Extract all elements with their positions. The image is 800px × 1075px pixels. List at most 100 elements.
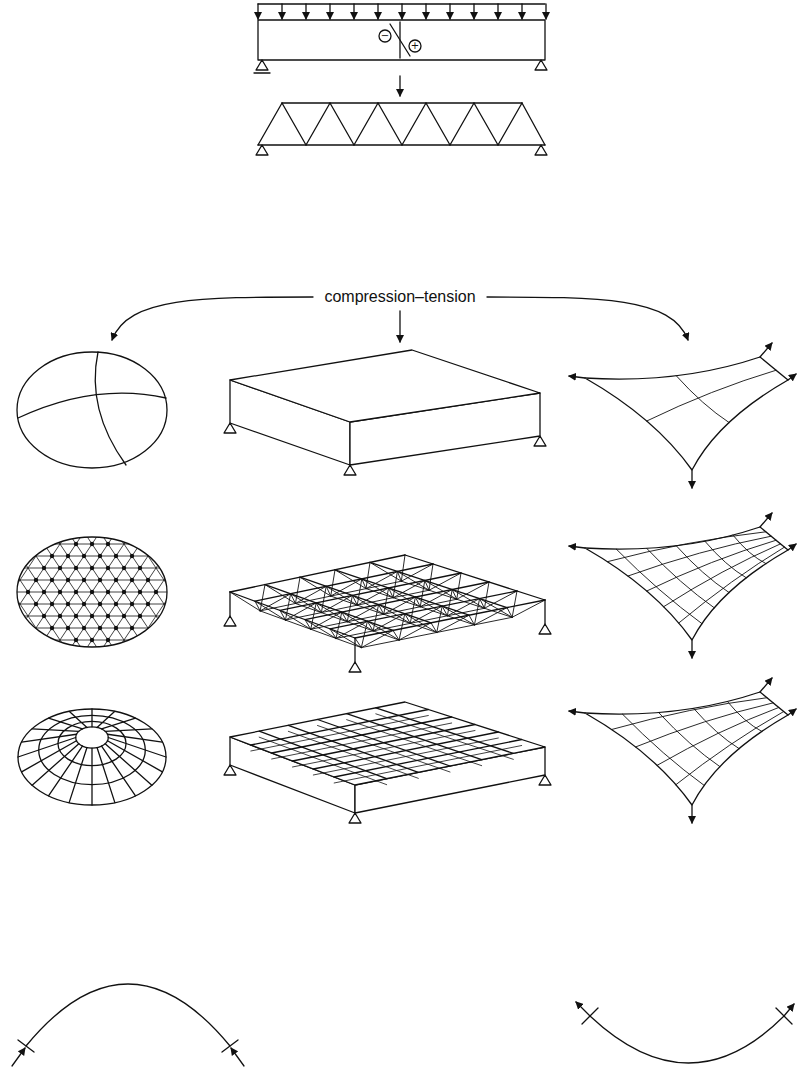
membrane-cable xyxy=(676,546,729,593)
frame-post xyxy=(354,638,355,662)
grid-member xyxy=(28,448,220,736)
roller-base xyxy=(254,72,270,73)
grid-node xyxy=(50,554,54,558)
support-symbol xyxy=(344,465,356,475)
frame-top-chord xyxy=(280,573,461,610)
support-symbol xyxy=(539,624,551,634)
suspension-cable xyxy=(576,1002,794,1063)
membrane-edge xyxy=(585,357,788,470)
arch-bearing-plate xyxy=(18,1040,34,1052)
grid-node xyxy=(26,590,30,594)
geodesic-grid xyxy=(0,448,380,736)
principle-label: compression–tension xyxy=(321,288,478,306)
grid-member xyxy=(0,616,200,617)
top-chord xyxy=(282,102,522,103)
dome-rib xyxy=(49,718,83,729)
grid-node xyxy=(42,590,46,594)
membrane-cable xyxy=(676,712,784,785)
force-arrow xyxy=(231,1048,244,1066)
grid-node xyxy=(138,590,142,594)
frame-diagonal xyxy=(393,571,397,597)
stress-sign: + xyxy=(411,41,419,51)
force-arrow xyxy=(399,76,400,96)
grid-member xyxy=(76,448,268,736)
truss-diagonal xyxy=(330,103,354,145)
force-arrow xyxy=(305,4,306,19)
dome-rib xyxy=(102,718,136,729)
grid-member xyxy=(0,448,200,449)
grid-node xyxy=(34,578,38,582)
grid-node xyxy=(90,566,94,570)
truss-diagonal xyxy=(426,103,450,145)
stress-sign: − xyxy=(381,31,389,41)
truss-diagonal xyxy=(282,103,306,145)
compression-sign-circle xyxy=(379,30,391,42)
grid-node xyxy=(66,602,70,606)
grid-member xyxy=(92,448,284,736)
dome-rib xyxy=(18,738,76,758)
grid-member xyxy=(60,448,252,736)
truss xyxy=(256,103,547,155)
frame-bottom-chord xyxy=(401,581,512,617)
grid-node xyxy=(90,542,94,546)
grid-node xyxy=(114,578,118,582)
dome-rib xyxy=(107,734,162,742)
grid-node xyxy=(122,614,126,618)
grid-member xyxy=(0,544,200,545)
truss-diagonal xyxy=(522,103,545,145)
grid-member xyxy=(0,676,200,677)
force-arrow xyxy=(760,678,772,692)
arch-bearing-plate xyxy=(222,1040,238,1052)
grid-node xyxy=(106,614,110,618)
geodesic-dome xyxy=(0,448,380,736)
force-arrow xyxy=(691,640,692,658)
force-arrow xyxy=(281,4,282,19)
grid-node xyxy=(90,638,94,642)
membrane-cable xyxy=(676,376,729,423)
support-symbol xyxy=(224,616,236,626)
truss-diagonal xyxy=(450,103,474,145)
grid-node xyxy=(114,626,118,630)
frame-diagonal xyxy=(512,591,517,617)
grid-member xyxy=(28,448,220,736)
support-symbol xyxy=(534,436,546,446)
grillage-beam-depth xyxy=(334,746,522,784)
grid-member xyxy=(0,460,200,461)
membrane-cable xyxy=(616,549,702,624)
grid-node xyxy=(82,578,86,582)
frame-top-chord xyxy=(370,562,507,607)
dome-rib xyxy=(91,748,92,805)
grid-member xyxy=(0,520,200,521)
grid-node xyxy=(50,626,54,630)
frame-post xyxy=(544,600,545,624)
grid-member xyxy=(12,448,204,736)
truss-diagonal xyxy=(306,103,330,145)
dome-outline xyxy=(17,352,167,468)
grid-member xyxy=(140,448,332,736)
grid-node xyxy=(66,626,70,630)
grid-member xyxy=(0,652,200,653)
grid-member xyxy=(0,448,92,736)
grid-member xyxy=(0,508,200,509)
dome-rib xyxy=(102,746,136,796)
grid-member xyxy=(0,496,200,497)
grid-member xyxy=(0,568,200,569)
force-arrow xyxy=(399,311,400,342)
grid-node xyxy=(98,602,102,606)
force-arrow xyxy=(788,544,796,550)
dome-outline xyxy=(18,709,166,805)
grid-node xyxy=(74,590,78,594)
truss-diagonal xyxy=(402,103,426,145)
grid-member xyxy=(0,688,200,689)
truss-diagonal xyxy=(354,103,378,145)
grid-node xyxy=(58,614,62,618)
frame-diagonal xyxy=(331,570,335,596)
grid-node xyxy=(122,566,126,570)
frame-top-chord xyxy=(405,555,545,600)
force-arrow xyxy=(521,4,522,19)
support-symbol xyxy=(256,145,268,155)
branch-arrow xyxy=(112,297,313,340)
frame-diagonal xyxy=(457,573,461,599)
